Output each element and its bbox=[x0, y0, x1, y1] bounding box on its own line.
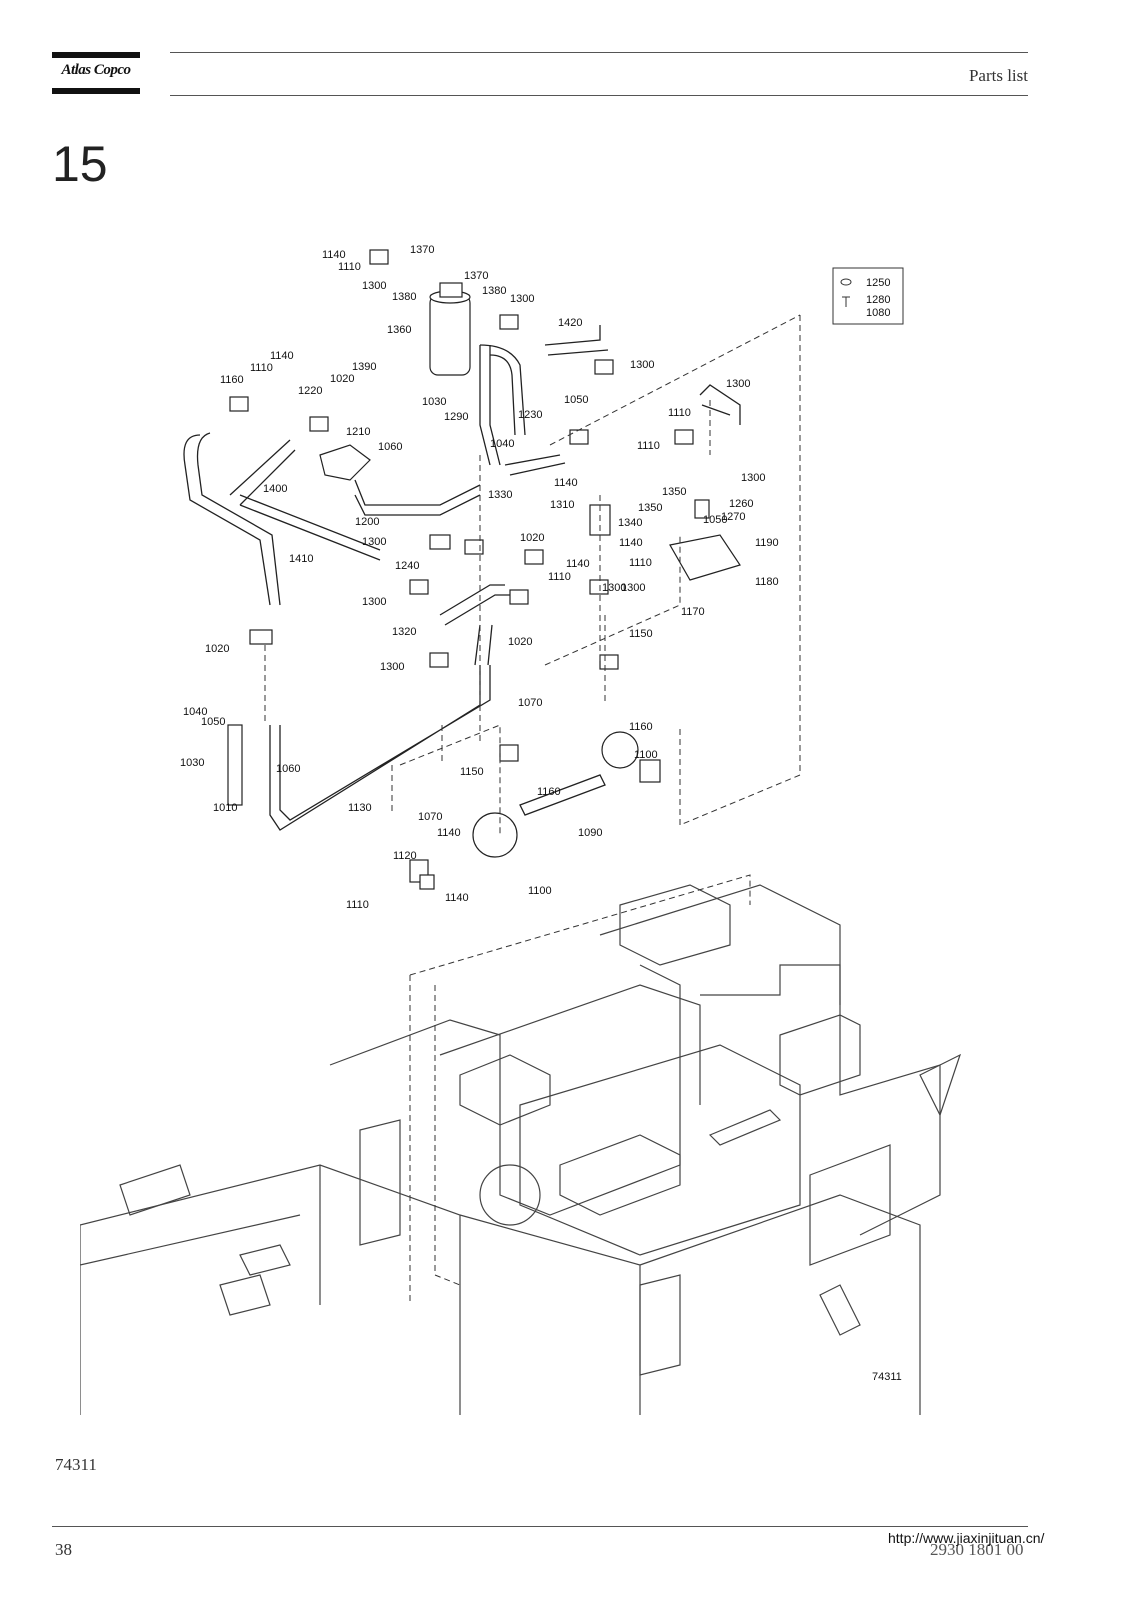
part-callout-label: 1140 bbox=[554, 477, 578, 489]
part-callout-label: 1160 bbox=[220, 374, 244, 386]
part-callout-label: 1300 bbox=[362, 280, 386, 292]
part-callout-label: 1350 bbox=[638, 502, 662, 514]
part-callout-label: 1070 bbox=[518, 697, 542, 709]
part-callout-label: 1150 bbox=[629, 628, 653, 640]
page-title: Parts list bbox=[968, 66, 1028, 85]
part-callout-label: 1300 bbox=[602, 582, 626, 594]
part-callout-label: 1140 bbox=[566, 558, 590, 570]
header-rule-bottom bbox=[170, 95, 1028, 96]
part-callout-label: 1030 bbox=[180, 757, 204, 769]
part-callout-label: 1310 bbox=[550, 499, 574, 511]
part-callout-label: 1420 bbox=[558, 317, 582, 329]
part-callout-label: 1110 bbox=[629, 557, 652, 569]
part-callout-label: 1050 bbox=[201, 716, 225, 728]
part-callout-label: 1140 bbox=[322, 249, 346, 261]
part-callout-label: 1050 bbox=[564, 394, 588, 406]
part-callout-label: 1110 bbox=[346, 899, 369, 911]
part-callout-label: 1030 bbox=[422, 396, 446, 408]
part-callout-label: 1130 bbox=[348, 802, 372, 814]
part-callout-label: 1360 bbox=[387, 324, 411, 336]
part-callout-label: 1370 bbox=[410, 244, 434, 256]
part-callout-label: 1200 bbox=[355, 516, 379, 528]
part-callout-label: 1140 bbox=[270, 350, 294, 362]
part-callout-label: 1020 bbox=[205, 643, 229, 655]
part-callout-label: 1170 bbox=[681, 606, 705, 618]
part-callout-label: 1060 bbox=[378, 441, 402, 453]
logo-text: Atlas Copco bbox=[61, 62, 131, 78]
part-callout-label: 1020 bbox=[508, 636, 532, 648]
part-callout-label: 1330 bbox=[488, 489, 512, 501]
part-callout-label: 1010 bbox=[213, 802, 237, 814]
part-callout-label: 1240 bbox=[395, 560, 419, 572]
part-callout-label: 1390 bbox=[352, 361, 376, 373]
part-callout-label: 1110 bbox=[668, 407, 691, 419]
part-callout-label: 1220 bbox=[298, 385, 322, 397]
part-callout-label: 1260 bbox=[729, 498, 753, 510]
footer-rule bbox=[52, 1526, 1028, 1527]
part-callout-label: 1090 bbox=[578, 827, 602, 839]
part-callout-label: 1020 bbox=[330, 373, 354, 385]
part-callout-label: 1160 bbox=[629, 721, 653, 733]
part-callout-label: 1100 bbox=[528, 885, 552, 897]
part-callout-label: 1100 bbox=[634, 749, 658, 761]
part-callout-label: 1300 bbox=[380, 661, 404, 673]
part-callout-label: 1070 bbox=[418, 811, 442, 823]
part-callout-label: 1400 bbox=[263, 483, 287, 495]
part-callout-label: 1120 bbox=[393, 850, 417, 862]
part-callout-label: 1020 bbox=[520, 532, 544, 544]
part-callout-label: 1380 bbox=[482, 285, 506, 297]
page-number: 38 bbox=[55, 1540, 72, 1559]
watermark-url: http://www.jiaxinjituan.cn/ bbox=[888, 1530, 1045, 1546]
part-callout-label: 1300 bbox=[741, 472, 765, 484]
part-callout-label: 1300 bbox=[362, 596, 386, 608]
part-callout-label: 1040 bbox=[183, 706, 207, 718]
part-callout-label: 1300 bbox=[630, 359, 654, 371]
part-callout-label: 1180 bbox=[755, 576, 779, 588]
part-callout-label: 1110 bbox=[637, 440, 660, 452]
legend-labels: 1250 1280 1080 bbox=[866, 277, 890, 319]
part-callout-label: 1210 bbox=[346, 426, 370, 438]
legend-label: 1080 bbox=[866, 307, 890, 319]
part-callout-label: 1110 bbox=[548, 571, 571, 583]
part-callout-label: 1140 bbox=[619, 537, 643, 549]
part-callout-label: 1050 bbox=[703, 514, 727, 526]
part-callout-label: 1110 bbox=[250, 362, 273, 374]
part-callout-label: 1040 bbox=[490, 438, 514, 450]
document-number: 2930 1801 00 bbox=[930, 1540, 1024, 1559]
part-callout-label: 1350 bbox=[662, 486, 686, 498]
logo-bar-bottom bbox=[52, 88, 140, 94]
part-callout-label: 1160 bbox=[537, 786, 561, 798]
part-callout-label: 1340 bbox=[618, 517, 642, 529]
legend-label: 1250 bbox=[866, 277, 890, 289]
part-callout-label: 1300 bbox=[362, 536, 386, 548]
part-callout-label: 1150 bbox=[460, 766, 484, 778]
part-callout-label: 1060 bbox=[276, 763, 300, 775]
section-number: 15 bbox=[52, 136, 108, 192]
part-callout-label: 1300 bbox=[621, 582, 645, 594]
header-rule-top bbox=[170, 52, 1028, 53]
legend-label: 1280 bbox=[866, 294, 890, 306]
exploded-parts-diagram: 1250 1280 1080 1140111013001370138013701… bbox=[80, 244, 962, 1415]
diagram-figure-code: 74311 bbox=[872, 1371, 902, 1383]
part-callout-label: 1290 bbox=[444, 411, 468, 423]
part-callout-label: 1320 bbox=[392, 626, 416, 638]
part-callout-label: 1300 bbox=[726, 378, 750, 390]
part-callout-label: 1370 bbox=[464, 270, 488, 282]
atlas-copco-logo: Atlas Copco bbox=[52, 52, 140, 94]
part-callout-label: 1230 bbox=[518, 409, 542, 421]
part-callout-label: 1300 bbox=[510, 293, 534, 305]
figure-code: 74311 bbox=[55, 1455, 97, 1474]
part-callout-label: 1410 bbox=[289, 553, 313, 565]
part-callout-label: 1190 bbox=[755, 537, 779, 549]
logo-bar-top bbox=[52, 52, 140, 58]
part-callout-label: 1140 bbox=[437, 827, 461, 839]
part-callout-label: 1110 bbox=[338, 261, 361, 273]
part-callout-label: 1270 bbox=[721, 511, 745, 523]
part-callout-label: 1140 bbox=[445, 892, 469, 904]
part-callout-label: 1380 bbox=[392, 291, 416, 303]
